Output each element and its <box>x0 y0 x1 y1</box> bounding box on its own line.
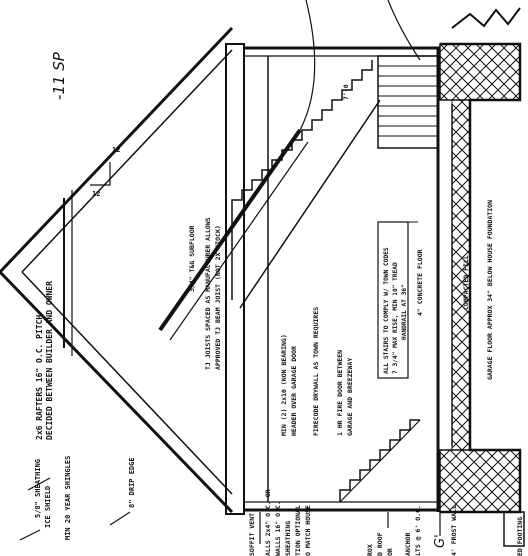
note-frost-wall: 4' FROST WALL <box>450 505 458 556</box>
note-anchor: ANCHOR <box>404 532 412 556</box>
note-joists: TJ JOISTS SPACED AS MANUFACTURER ALLOWS <box>204 217 212 370</box>
note-shingles: MIN 20 YEAR SHINGLES <box>64 456 72 540</box>
note-stairs-3: HANDRAIL AT 36" <box>401 284 408 340</box>
leader-drip <box>109 511 131 526</box>
note-slab: 4" CONCRETE FLOOR <box>416 249 424 316</box>
note-or: OR <box>386 548 394 556</box>
note-drip-edge: 8" DRIP EDGE <box>128 457 136 508</box>
rafter-lower-inner <box>21 271 233 495</box>
note-garage-floor: GARAGE FLOOR APPROX 34" BELOW HOUSE FOUN… <box>486 200 494 380</box>
top-wall-plate <box>225 43 245 515</box>
note-walls-3: SHEATHING <box>284 521 292 556</box>
floor-joist-diagonal-2 <box>169 141 309 341</box>
rafter-upper <box>0 26 234 274</box>
note-walls-2: WALLS 16" O.C. <box>274 501 282 556</box>
stair-stringer-diagonal <box>239 99 381 309</box>
note-header: MIN (2) 2x10 (NON BEARING) <box>280 334 288 436</box>
pitch-rise: 12 <box>112 146 120 154</box>
foundation-wall-hatch-top <box>439 43 521 101</box>
note-roof: D ROOF <box>376 532 384 556</box>
note-footing: ED FOOTING <box>516 517 524 556</box>
note-stairs: ALL STAIRS TO COMPLY W/ TOWN CODES <box>383 247 390 374</box>
note-walls-5: O MATCH HOUSE <box>304 505 312 556</box>
rafter-upper-inner <box>21 49 233 273</box>
upper-stair-box <box>377 55 439 149</box>
note-walls-4: TION OPTIONAL <box>294 505 302 556</box>
note-rafters: 2x6 RAFTERS 16" O.C. PITCH <box>35 315 44 440</box>
stair-code-leader <box>407 221 418 232</box>
leader-shingles <box>27 477 51 491</box>
handwritten-pitch: -11 SP <box>50 51 68 100</box>
stair-code-box <box>377 221 409 379</box>
note-sheathing: 5/8" SHEATHING <box>34 459 42 518</box>
note-fill: COMPACTED FILL <box>462 255 470 310</box>
rafter-lower <box>0 270 234 514</box>
note-firecode: FIRECODE DRYWALL AS TOWN REQUIRES <box>312 307 320 436</box>
note-door-2: GARAGE AND BREEZEWAY <box>346 358 354 436</box>
foundation-wall-hatch-bottom <box>439 449 521 513</box>
upper-stair-steps <box>231 60 373 300</box>
leader-sheathing <box>19 529 41 541</box>
note-rafters-2: DECIDED BETWEEN BUILDER AND OWNER <box>45 281 54 440</box>
note-rox: ROX <box>366 544 374 556</box>
note-stairs-2: 7 3/4" MAX RISE, MIN 10" TREAD <box>392 262 399 374</box>
note-ice-shield: ICE SHIELD <box>44 486 52 528</box>
lower-stair-stringer <box>339 419 421 503</box>
handwritten-g: G' <box>433 534 448 548</box>
note-joists-2: APPROVED TJ BEAM JOIST (NOT 2X STOCK) <box>214 225 222 370</box>
note-header-2: HEADER OVER GARAGE DOOR <box>290 346 298 436</box>
note-bolts: LTS @ 6' O.C. <box>414 505 422 556</box>
pitch-triangle <box>90 162 111 186</box>
note-door: 1 HR FIRE DOOR BETWEEN <box>336 350 344 436</box>
lower-stair-steps <box>339 419 420 502</box>
leader-right-curve <box>387 0 421 61</box>
grade-hand-top <box>451 7 521 29</box>
dim-top: 7'-0 <box>342 84 350 100</box>
pitch-run: 12 <box>92 190 100 198</box>
leader-top-curve <box>299 0 316 131</box>
notes-group: 2x6 RAFTERS 16" O.C. PITCH DECIDED BETWE… <box>34 51 524 556</box>
floor-joist-diagonal <box>158 128 302 332</box>
note-soffit: SOFFIT VENT <box>248 513 256 556</box>
note-subfloor: 3/4" T&G SUBFLOOR <box>188 225 196 292</box>
note-walls: ALLS 2x4" O.C. OR <box>264 489 272 556</box>
